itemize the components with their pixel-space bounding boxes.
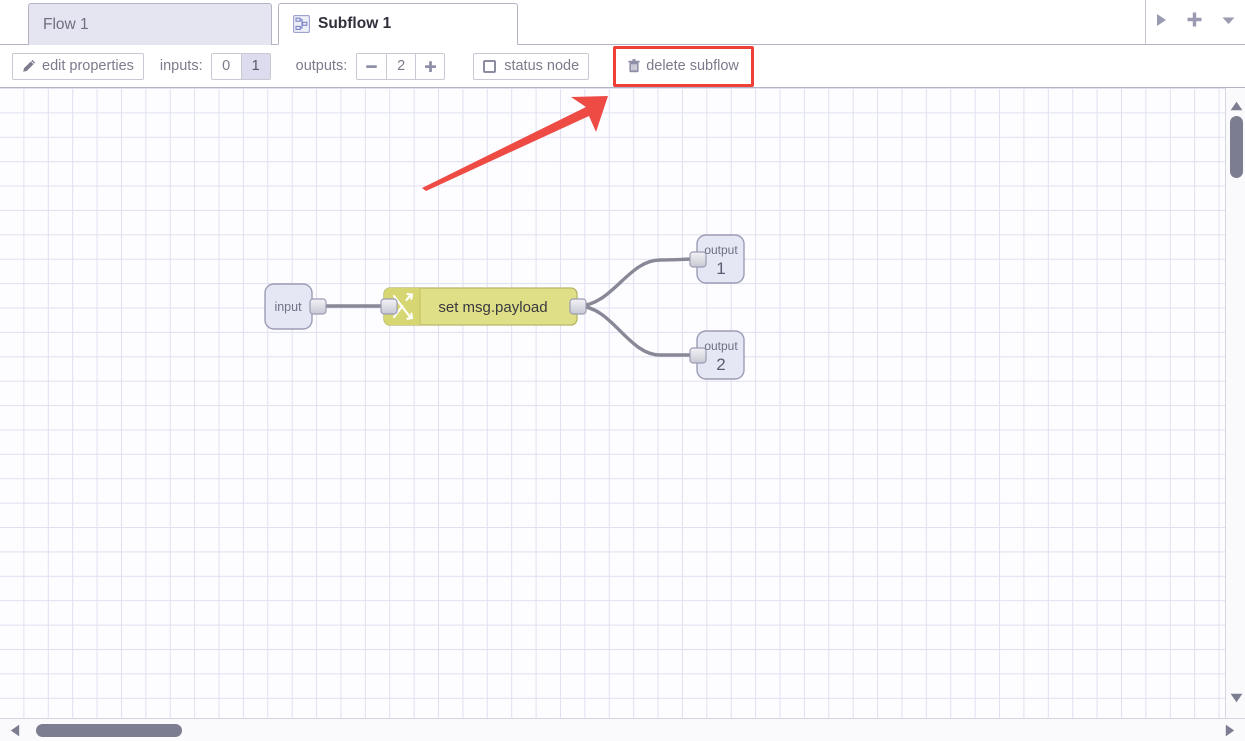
- scroll-right-arrow-icon[interactable]: [1225, 724, 1235, 741]
- subflow-output-node-1[interactable]: output 1: [689, 234, 745, 284]
- outputs-decrement-button[interactable]: [357, 53, 387, 79]
- status-node-label: status node: [504, 58, 580, 74]
- subflow-input-node-label: input: [274, 300, 302, 314]
- subflow-icon: [292, 14, 311, 34]
- canvas-graph: input set msg.payload: [264, 96, 745, 380]
- scroll-down-arrow-icon[interactable]: [1230, 690, 1243, 708]
- flow-tab-bar: Flow 1 Subflow 1: [0, 0, 1245, 45]
- change-node-input-port[interactable]: [380, 298, 398, 315]
- output-node-1-port[interactable]: [689, 251, 707, 268]
- edit-properties-button[interactable]: edit properties: [12, 52, 144, 80]
- change-node-output-port[interactable]: [569, 298, 587, 315]
- status-node-checkbox[interactable]: [483, 59, 497, 73]
- vertical-scrollbar-thumb[interactable]: [1230, 116, 1243, 178]
- horizontal-scrollbar-thumb[interactable]: [36, 724, 182, 737]
- subflow-output-node-2-number: 2: [716, 355, 725, 374]
- delete-subflow-highlight: delete subflow: [613, 45, 754, 87]
- tab-subflow-1-label: Subflow 1: [318, 15, 392, 32]
- inputs-option-0[interactable]: 0: [211, 53, 241, 79]
- play-icon[interactable]: [1155, 12, 1168, 33]
- add-tab-icon[interactable]: [1186, 11, 1203, 33]
- pencil-icon: [22, 59, 36, 73]
- tab-flow-1-label: Flow 1: [43, 15, 89, 33]
- delete-subflow-button[interactable]: delete subflow: [622, 54, 745, 78]
- input-node-port[interactable]: [309, 298, 327, 315]
- red-arrow-annotation: [422, 96, 608, 191]
- tab-subflow-1[interactable]: Subflow 1: [278, 3, 518, 45]
- inputs-label: inputs:: [159, 58, 203, 74]
- wires: [318, 257, 698, 357]
- horizontal-scrollbar[interactable]: [0, 718, 1245, 741]
- subflow-output-node-1-label: output: [704, 243, 738, 257]
- inputs-option-1[interactable]: 1: [240, 53, 270, 79]
- change-node[interactable]: set msg.payload: [380, 287, 587, 326]
- tab-bar-tools: [1145, 0, 1245, 44]
- outputs-label: outputs:: [295, 58, 348, 74]
- wire-change-to-output-2[interactable]: [576, 304, 698, 357]
- subflow-toolbar: edit properties inputs: 0 1 outputs: 2 s…: [0, 45, 1245, 88]
- subflow-canvas-viewport: input set msg.payload: [0, 88, 1245, 741]
- chevron-down-icon[interactable]: [1221, 13, 1236, 31]
- edit-properties-label: edit properties: [42, 58, 134, 74]
- status-node-toggle[interactable]: status node: [473, 52, 590, 80]
- trash-icon: [628, 59, 641, 73]
- subflow-output-node-2-label: output: [704, 339, 738, 353]
- scroll-left-arrow-icon[interactable]: [10, 724, 20, 741]
- subflow-canvas[interactable]: input set msg.payload: [0, 88, 1226, 718]
- subflow-output-node-1-number: 1: [716, 259, 725, 278]
- vertical-scrollbar[interactable]: [1225, 88, 1245, 718]
- inputs-selector[interactable]: 0 1: [210, 52, 271, 80]
- delete-subflow-label: delete subflow: [646, 58, 739, 74]
- tab-flow-1[interactable]: Flow 1: [28, 3, 272, 45]
- change-node-label: set msg.payload: [438, 299, 547, 316]
- wire-change-to-output-1[interactable]: [576, 257, 698, 308]
- outputs-increment-button[interactable]: [415, 53, 445, 79]
- subflow-input-node[interactable]: input: [264, 283, 327, 330]
- outputs-stepper[interactable]: 2: [356, 52, 446, 80]
- outputs-value: 2: [386, 53, 416, 79]
- scroll-up-arrow-icon[interactable]: [1230, 98, 1243, 116]
- tab-bar-empty-area: [518, 3, 1145, 45]
- output-node-2-port[interactable]: [689, 347, 707, 364]
- subflow-output-node-2[interactable]: output 2: [689, 330, 745, 380]
